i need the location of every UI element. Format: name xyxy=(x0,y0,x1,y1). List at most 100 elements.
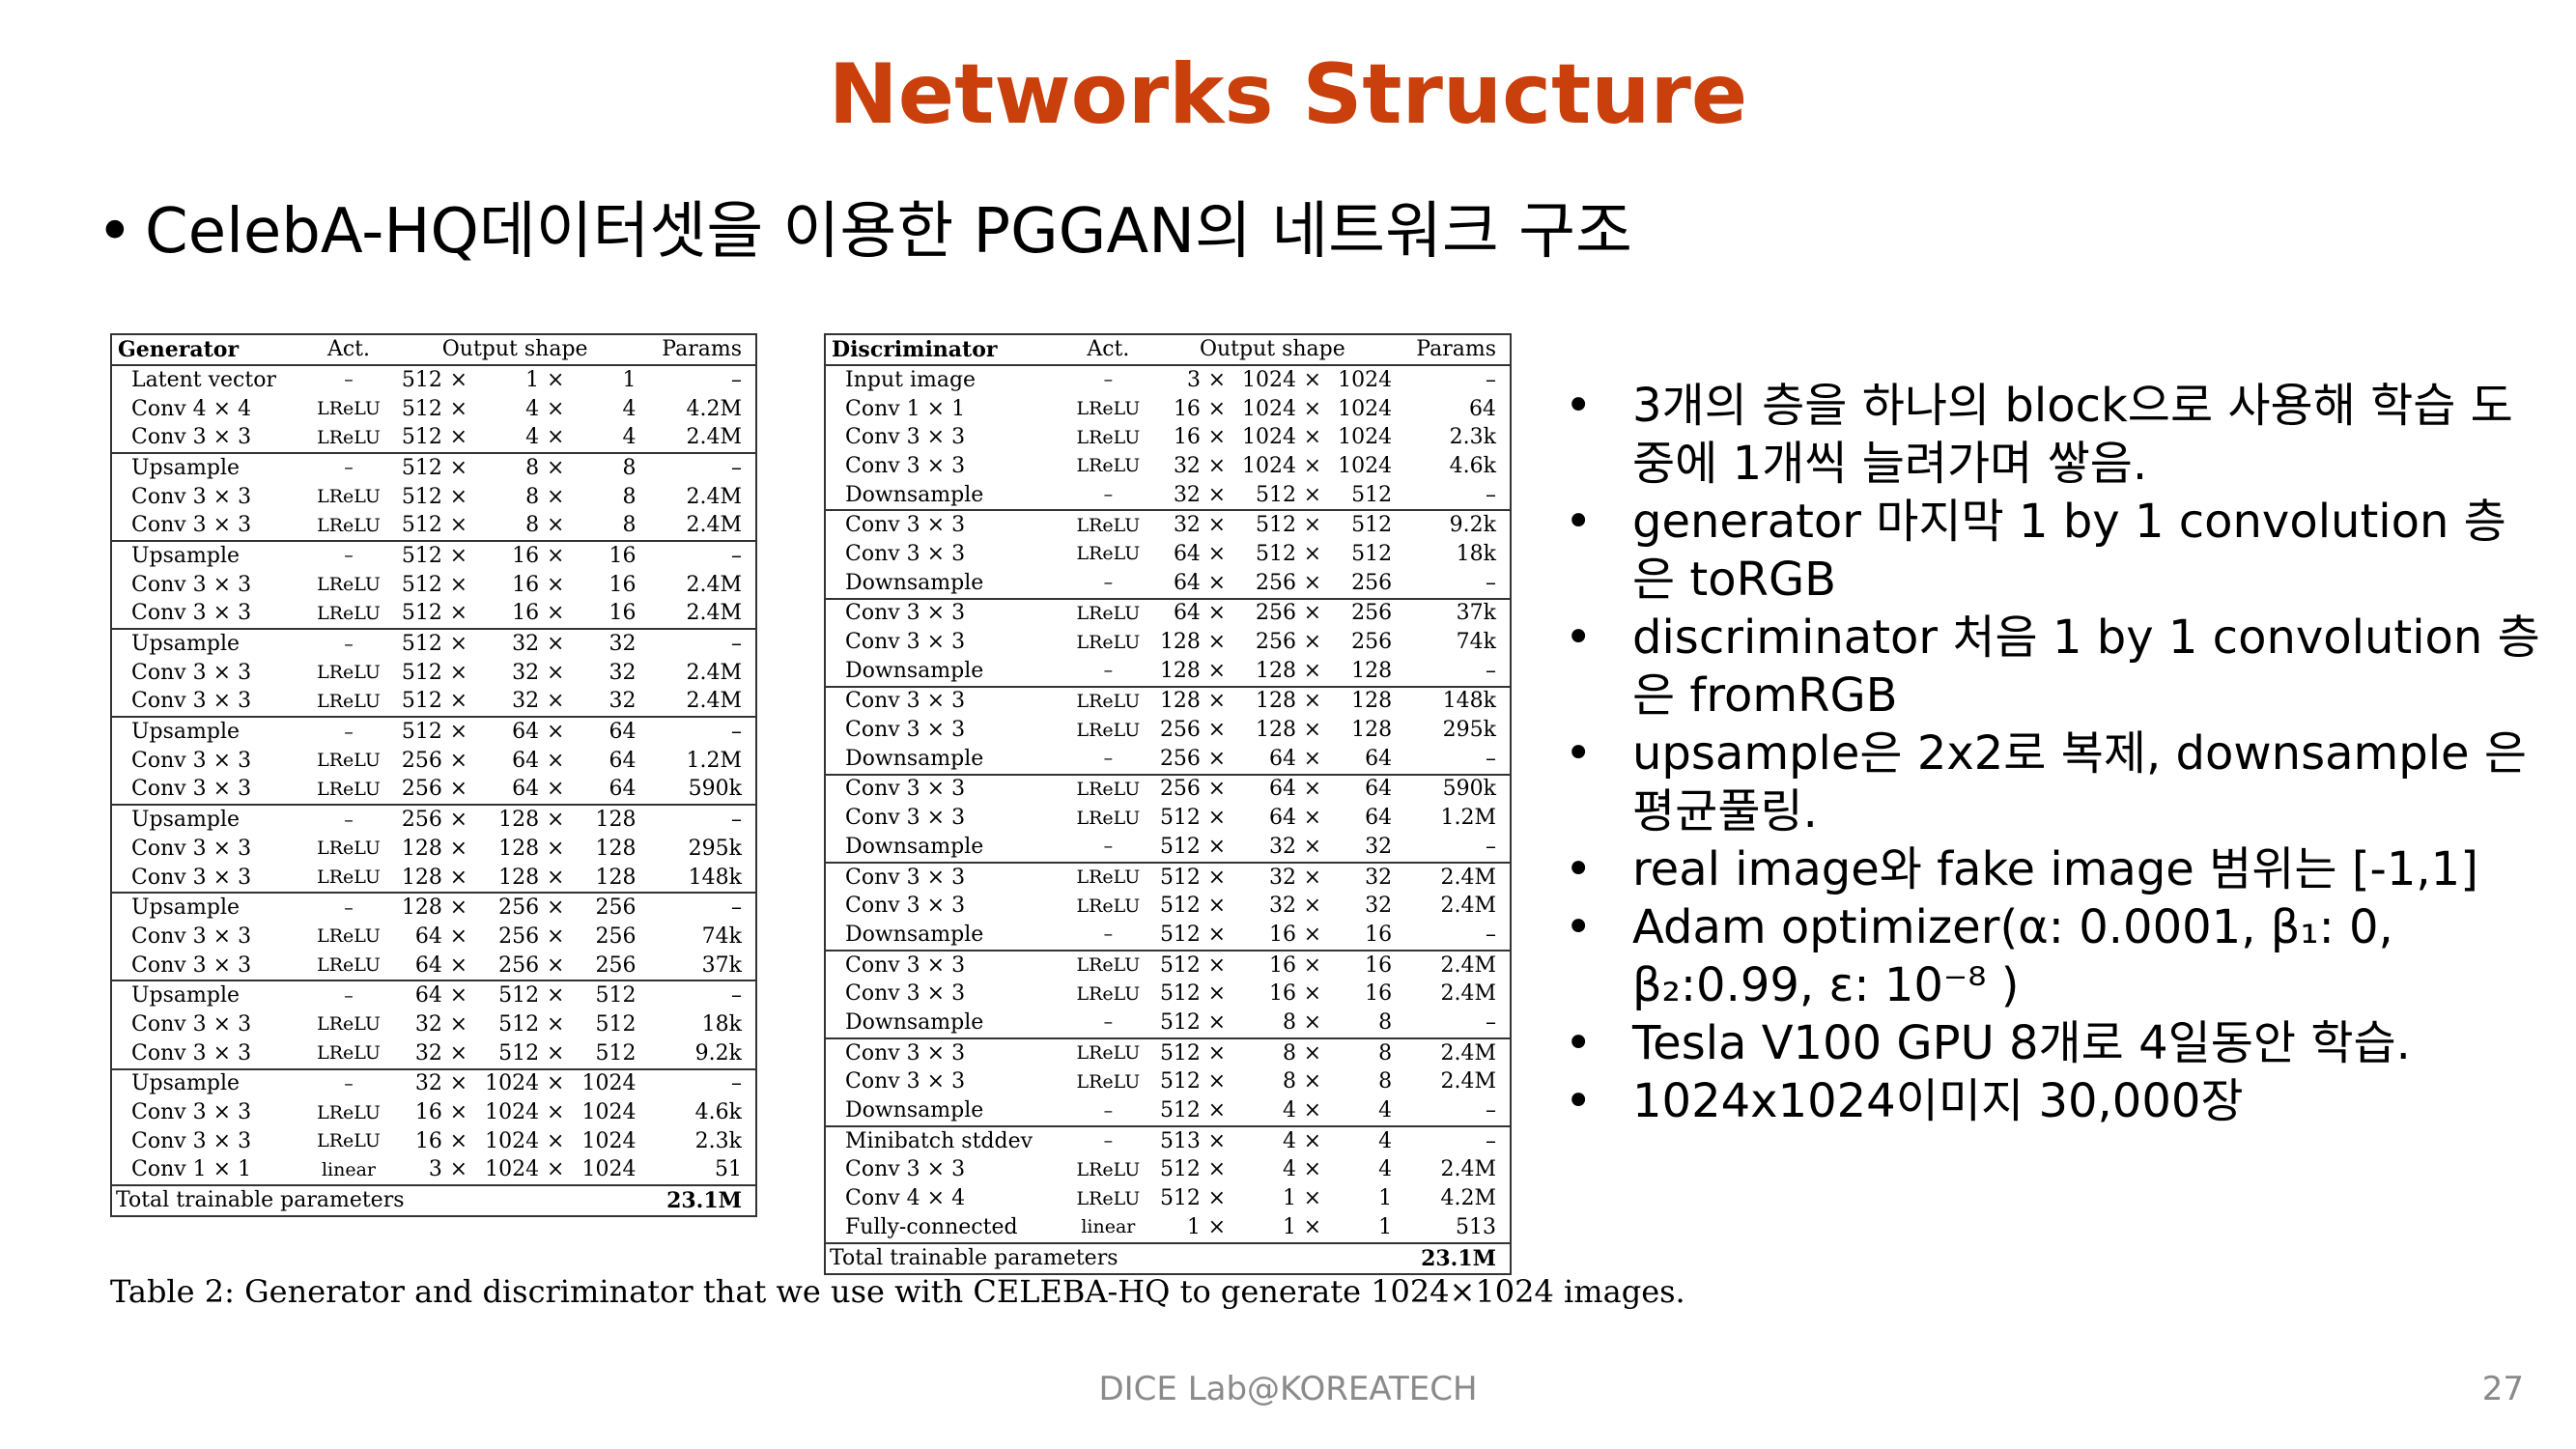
height-cell: 1 xyxy=(525,367,540,392)
height-cell: 8 xyxy=(470,452,544,483)
layer-name-cell: Latent vector xyxy=(131,367,276,392)
times-cell: × xyxy=(449,689,468,714)
times-cell: × xyxy=(546,660,565,685)
times-cell: × xyxy=(1303,367,1322,392)
bullet-dot: • xyxy=(97,196,133,268)
layer-name-cell: Conv 3 × 3 xyxy=(825,773,1068,805)
layer-name-cell: Conv 3 × 3 xyxy=(845,1157,966,1182)
times-cell: × xyxy=(546,748,565,773)
height-cell: 512 xyxy=(1229,509,1301,541)
height-cell: 32 xyxy=(512,689,540,714)
layer-name-cell: Conv 3 × 3 xyxy=(825,861,1068,893)
times-cell: × xyxy=(1303,1157,1322,1182)
layer-name-cell: Conv 3 × 3 xyxy=(825,509,1068,541)
width-cell: 1024 xyxy=(581,1100,637,1125)
layer-name-cell: Conv 3 × 3 xyxy=(825,949,1068,980)
activation-cell: LReLU xyxy=(317,778,381,800)
params-cell: 590k xyxy=(1396,773,1511,805)
params-cell: – xyxy=(639,980,756,1011)
times-cell: × xyxy=(1300,773,1325,805)
times-cell: × xyxy=(543,892,569,923)
times-cell: × xyxy=(543,1067,569,1099)
channels-cell: 32 xyxy=(414,1011,442,1037)
layer-name-cell: Conv 3 × 3 xyxy=(131,513,252,538)
params-cell: 590k xyxy=(688,777,742,802)
height-cell: 128 xyxy=(470,804,544,835)
slide-subtitle: •CelebA-HQ데이터셋을 이용한 PGGAN의 네트워크 구조 xyxy=(97,182,1632,270)
params-cell: 4.6k xyxy=(1449,453,1496,478)
height-cell: 64 xyxy=(512,748,540,773)
channels-cell: 512 xyxy=(1159,806,1201,831)
table-row: Downsample–512×32×32– xyxy=(825,833,1511,863)
activation-cell: LReLU xyxy=(1076,543,1141,565)
width-cell: 32 xyxy=(609,689,637,714)
params-cell: 2.4M xyxy=(686,513,742,538)
layer-name-cell: Conv 4 × 4 xyxy=(845,1186,966,1211)
height-cell: 1024 xyxy=(1242,425,1297,450)
times-cell: × xyxy=(1207,981,1227,1007)
layer-name-cell: Conv 3 × 3 xyxy=(825,685,1068,717)
height-cell: 1024 xyxy=(1242,453,1297,478)
col-header-network: Discriminator xyxy=(825,334,1068,366)
bullet-item: upsample은 2x2로 복제, downsample 은 평균풀링. xyxy=(1565,724,2540,840)
times-cell: × xyxy=(1303,746,1322,771)
width-cell: 256 xyxy=(1324,597,1397,629)
width-cell: 512 xyxy=(595,1040,637,1065)
channels-cell: 16 xyxy=(1173,425,1201,450)
channels-cell: 64 xyxy=(1148,597,1204,629)
times-cell: × xyxy=(1303,834,1322,859)
activation-cell: LReLU xyxy=(317,426,381,448)
times-cell: × xyxy=(1207,367,1227,392)
times-cell: × xyxy=(1300,1037,1325,1068)
channels-cell: 512 xyxy=(1148,1037,1204,1068)
height-cell: 128 xyxy=(1229,685,1301,717)
times-cell: × xyxy=(1303,1098,1322,1123)
height-cell: 512 xyxy=(498,1040,540,1065)
channels-cell: 32 xyxy=(1148,509,1204,541)
layer-name-cell: Conv 3 × 3 xyxy=(845,453,966,478)
layer-name-cell: Downsample xyxy=(845,746,984,771)
params-cell: 2.4M xyxy=(1440,894,1496,919)
table-header-row: Discriminator Act. Output shape Params xyxy=(825,334,1511,366)
activation-cell: LReLU xyxy=(1067,949,1149,980)
activation-cell: LReLU xyxy=(1067,597,1149,629)
params-cell: 2.3k xyxy=(694,1128,742,1153)
layer-name-cell: Conv 3 × 3 xyxy=(131,425,252,450)
times-cell: × xyxy=(1300,597,1325,629)
times-cell: × xyxy=(1207,570,1227,595)
activation-cell: – xyxy=(307,716,390,747)
width-cell: 8 xyxy=(1378,1069,1393,1094)
height-cell: 256 xyxy=(498,952,540,978)
activation-cell: – xyxy=(1103,1011,1114,1034)
times-cell: × xyxy=(1207,1186,1227,1211)
height-cell: 16 xyxy=(1229,949,1301,980)
width-cell: 16 xyxy=(1324,949,1397,980)
channels-cell: 16 xyxy=(1173,396,1201,421)
activation-cell: – xyxy=(307,1067,390,1099)
bullet-item: generator 마지막 1 by 1 convolution 층은 toRG… xyxy=(1565,493,2540,609)
times-cell: × xyxy=(445,1067,471,1099)
height-cell: 8 xyxy=(1229,1037,1301,1068)
params-cell: 2.4M xyxy=(1396,949,1511,980)
height-cell: 32 xyxy=(1229,861,1301,893)
layer-name-cell: Conv 3 × 3 xyxy=(845,541,966,566)
activation-cell: – xyxy=(307,540,390,571)
channels-cell: 128 xyxy=(401,865,442,890)
params-cell: 148k xyxy=(1396,685,1511,717)
times-cell: × xyxy=(445,716,471,747)
height-cell: 128 xyxy=(498,865,540,890)
times-cell: × xyxy=(1303,1069,1322,1094)
table-row: Downsample–512×16×16– xyxy=(825,921,1511,951)
width-cell: 512 xyxy=(1324,509,1397,541)
times-cell: × xyxy=(445,892,471,923)
layer-name-cell: Conv 3 × 3 xyxy=(131,836,252,861)
times-cell: × xyxy=(1203,861,1230,893)
times-cell: × xyxy=(1300,509,1325,541)
